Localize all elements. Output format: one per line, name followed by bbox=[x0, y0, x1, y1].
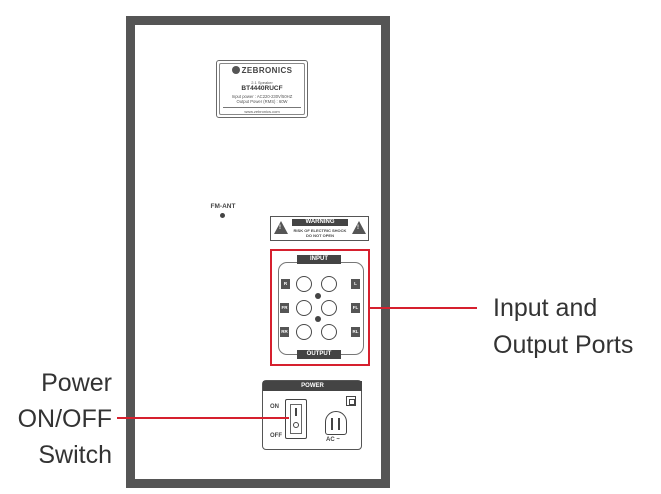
port-center-dot-bottom bbox=[315, 316, 321, 322]
warning-title: WARNING bbox=[292, 219, 348, 226]
ports-callout-line-2: Output Ports bbox=[493, 331, 634, 359]
input-power-spec: Input power : AC220-230V/50HZ bbox=[231, 94, 293, 99]
spec-label: ZEBRONICS 2.1 Speaker BT4440RUCF Input p… bbox=[216, 60, 308, 118]
switch-off-mark-icon bbox=[293, 422, 299, 428]
ports-callout-text: Input and Output Ports bbox=[493, 290, 661, 364]
fuse-holder-icon bbox=[346, 396, 356, 406]
port-tag-fr: FR bbox=[280, 303, 289, 313]
off-label: OFF bbox=[270, 433, 282, 439]
model-number: BT4440RUCF bbox=[241, 85, 283, 92]
fm-antenna-jack[interactable] bbox=[220, 213, 225, 218]
spec-divider bbox=[223, 107, 301, 108]
fm-antenna-label: FM-ANT bbox=[210, 203, 236, 210]
on-label: ON bbox=[270, 404, 279, 410]
socket-pin-right bbox=[338, 418, 340, 430]
power-module bbox=[262, 380, 362, 450]
power-title: POWER bbox=[263, 381, 362, 391]
socket-pin-left bbox=[331, 418, 333, 430]
product-type: 2.1 Speaker bbox=[251, 80, 273, 85]
port-tag-l: L bbox=[351, 279, 360, 289]
brand-logo-icon bbox=[231, 66, 240, 74]
port-tag-rl: RL bbox=[351, 327, 360, 337]
input-label: INPUT bbox=[297, 255, 341, 264]
port-tag-fl: FL bbox=[351, 303, 360, 313]
spec-label-border bbox=[219, 63, 305, 115]
warning-line-2: DO NOT OPEN bbox=[305, 233, 334, 238]
port-tag-r: R bbox=[281, 279, 290, 289]
port-rl-jack[interactable] bbox=[321, 324, 337, 340]
warning-line-1: RISK OF ELECTRIC SHOCK bbox=[293, 228, 347, 233]
port-tag-rr: RR bbox=[280, 327, 289, 337]
website-text: www.zebronics.com bbox=[244, 109, 280, 114]
port-r-jack[interactable] bbox=[296, 276, 312, 292]
port-center-dot-top bbox=[315, 293, 321, 299]
ports-callout-line-1: Input and bbox=[493, 294, 598, 322]
port-l-jack[interactable] bbox=[321, 276, 337, 292]
warning-plate: ! WARNING RISK OF ELECTRIC SHOCK DO NOT … bbox=[270, 216, 369, 241]
brand-name: ZEBRONICS bbox=[217, 66, 307, 75]
power-callout-text: Power ON/OFF Switch bbox=[0, 365, 112, 473]
warning-left-icon: ! bbox=[274, 221, 288, 234]
ac-label: AC ~ bbox=[326, 437, 340, 443]
port-fl-jack[interactable] bbox=[321, 300, 337, 316]
output-power-spec: Output Power (RMS) : 60W bbox=[236, 99, 288, 104]
brand-text: ZEBRONICS bbox=[241, 66, 293, 75]
power-callout-line bbox=[117, 417, 289, 419]
output-label: OUTPUT bbox=[297, 350, 341, 359]
port-fr-jack[interactable] bbox=[296, 300, 312, 316]
power-callout-line-3: Switch bbox=[38, 441, 112, 469]
power-callout-line-1: Power bbox=[41, 369, 112, 397]
switch-on-mark-icon bbox=[295, 408, 297, 416]
port-rr-jack[interactable] bbox=[296, 324, 312, 340]
ac-power-socket[interactable] bbox=[325, 411, 347, 435]
ports-callout-line bbox=[369, 307, 477, 309]
power-callout-line-2: ON/OFF bbox=[17, 405, 112, 433]
warning-right-icon: ! bbox=[352, 221, 366, 234]
